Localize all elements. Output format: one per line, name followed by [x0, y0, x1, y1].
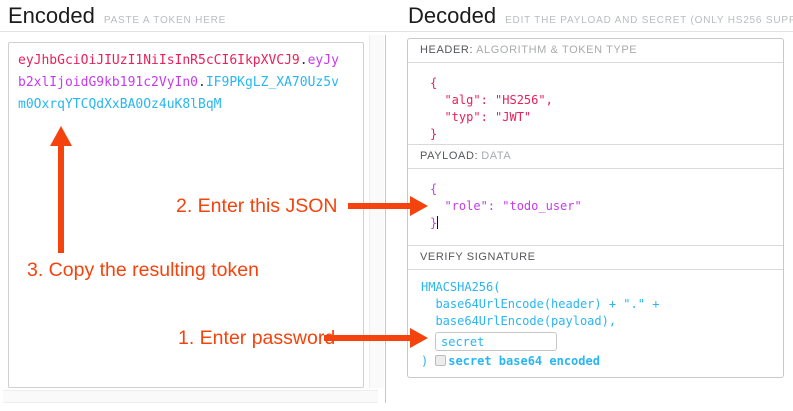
- step1-arrow-stem: [324, 335, 412, 341]
- annotation-step2: 2. Enter this JSON: [176, 195, 338, 217]
- secret-base64-label: secret base64 encoded: [448, 354, 600, 368]
- signature-close-paren: ): [421, 354, 429, 368]
- jwt-token-text[interactable]: eyJhbGciOiJIUzI1NiIsInR5cCI6IkpXVCJ9.eyJ…: [18, 53, 339, 112]
- vertical-scrollbar[interactable]: [369, 35, 384, 388]
- up-arrow-stem: [58, 144, 64, 253]
- payload-section-title: PAYLOAD:DATA: [408, 144, 783, 169]
- header-section-title: HEADER:ALGORITHM & TOKEN TYPE: [408, 39, 783, 63]
- signature-section-title: VERIFY SIGNATURE: [408, 245, 783, 270]
- encoded-title: Encoded: [8, 3, 95, 28]
- header-json-editor[interactable]: { "alg": "HS256", "typ": "JWT"}: [430, 76, 553, 141]
- secret-input[interactable]: [435, 332, 557, 351]
- decoded-title: Decoded: [408, 3, 497, 28]
- signature-code-lines: HMACSHA256( base64UrlEncode(header) + ".…: [421, 280, 660, 328]
- step1-arrow-icon: [410, 328, 428, 348]
- encoded-column-header: Encoded PASTE A TOKEN HERE: [8, 3, 226, 29]
- secret-base64-checkbox[interactable]: [435, 355, 447, 366]
- annotation-step1: 1. Enter password: [178, 327, 336, 349]
- verify-signature-area: HMACSHA256( base64UrlEncode(header) + ".…: [408, 270, 783, 370]
- decoded-panel: HEADER:ALGORITHM & TOKEN TYPE { "alg": "…: [407, 38, 784, 378]
- encoded-subtitle: PASTE A TOKEN HERE: [103, 15, 227, 26]
- decoded-column-header: Decoded EDIT THE PAYLOAD AND SECRET (ONLY…: [408, 3, 793, 29]
- annotation-step3: 3. Copy the resulting token: [27, 259, 259, 281]
- horizontal-scrollbar[interactable]: [3, 390, 378, 403]
- step2-arrow-stem: [348, 203, 412, 209]
- step2-arrow-icon: [410, 196, 428, 216]
- payload-json-editor[interactable]: { "role": "todo_user"}: [408, 169, 783, 245]
- column-divider: [385, 35, 386, 403]
- up-arrow-icon: [50, 126, 72, 146]
- encoded-token-editor[interactable]: eyJhbGciOiJIUzI1NiIsInR5cCI6IkpXVCJ9.eyJ…: [8, 42, 364, 388]
- decoded-subtitle: EDIT THE PAYLOAD AND SECRET (ONLY HS256 …: [505, 15, 793, 26]
- header-divider-rule: [0, 31, 793, 32]
